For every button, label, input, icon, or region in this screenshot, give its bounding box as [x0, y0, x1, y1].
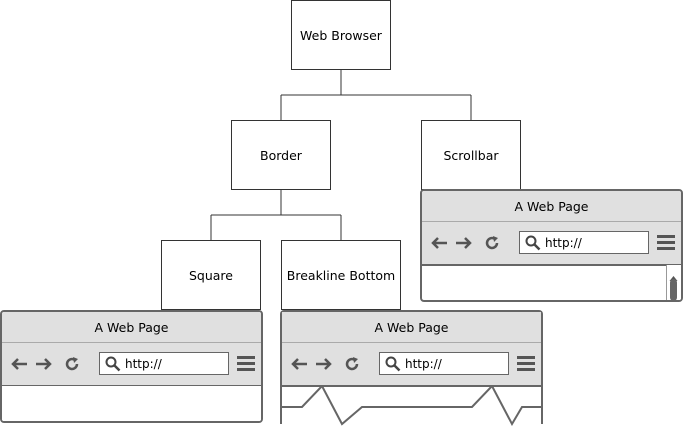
browser-window-breakline-bottom: A Web Page http:// — [280, 310, 543, 426]
node-border: Border — [231, 120, 331, 190]
forward-arrow-icon[interactable] — [315, 357, 333, 371]
node-label: Breakline Bottom — [286, 267, 396, 283]
search-icon — [525, 235, 541, 251]
browser-title-bar: A Web Page — [282, 312, 541, 342]
node-scrollbar: Scrollbar — [421, 120, 521, 190]
search-icon — [105, 356, 121, 372]
browser-toolbar: http:// — [422, 221, 681, 266]
node-label: Scrollbar — [443, 147, 499, 163]
back-arrow-icon[interactable] — [290, 357, 308, 371]
browser-window-square: A Web Page http:// — [0, 310, 263, 423]
url-bar[interactable]: http:// — [99, 352, 229, 375]
forward-arrow-icon[interactable] — [35, 357, 53, 371]
browser-toolbar: http:// — [282, 342, 541, 387]
search-icon — [385, 356, 401, 372]
back-arrow-icon[interactable] — [10, 357, 28, 371]
nav-buttons — [430, 222, 500, 264]
browser-title: A Web Page — [514, 198, 589, 214]
url-text: http:// — [545, 235, 582, 250]
url-bar[interactable]: http:// — [519, 231, 649, 254]
hamburger-menu-icon[interactable] — [237, 355, 255, 375]
node-square: Square — [161, 240, 261, 310]
edge-border-to-children — [210, 190, 342, 240]
nav-buttons — [290, 343, 360, 385]
hamburger-menu-icon[interactable] — [657, 234, 675, 254]
hamburger-menu-icon[interactable] — [517, 355, 535, 375]
back-arrow-icon[interactable] — [430, 236, 448, 250]
node-web-browser: Web Browser — [291, 0, 391, 70]
scrollbar-thumb[interactable] — [670, 279, 677, 300]
browser-toolbar: http:// — [2, 342, 261, 387]
browser-title-bar: A Web Page — [2, 312, 261, 342]
nav-buttons — [10, 343, 80, 385]
vertical-scrollbar[interactable] — [666, 265, 681, 300]
browser-title: A Web Page — [94, 319, 169, 335]
breakline-edge — [280, 386, 543, 426]
reload-icon[interactable] — [64, 356, 80, 372]
url-text: http:// — [125, 356, 162, 371]
forward-arrow-icon[interactable] — [455, 236, 473, 250]
browser-title-bar: A Web Page — [422, 191, 681, 221]
url-text: http:// — [405, 356, 442, 371]
edge-browser-to-children — [280, 70, 472, 120]
browser-window-scrollbar: A Web Page http:// — [420, 189, 683, 302]
reload-icon[interactable] — [344, 356, 360, 372]
reload-icon[interactable] — [484, 235, 500, 251]
node-breakline-bottom: Breakline Bottom — [281, 240, 401, 310]
browser-title: A Web Page — [374, 319, 449, 335]
url-bar[interactable]: http:// — [379, 352, 509, 375]
node-label: Web Browser — [300, 27, 382, 43]
node-label: Border — [260, 147, 302, 163]
node-label: Square — [188, 267, 233, 283]
page-content — [2, 386, 261, 421]
